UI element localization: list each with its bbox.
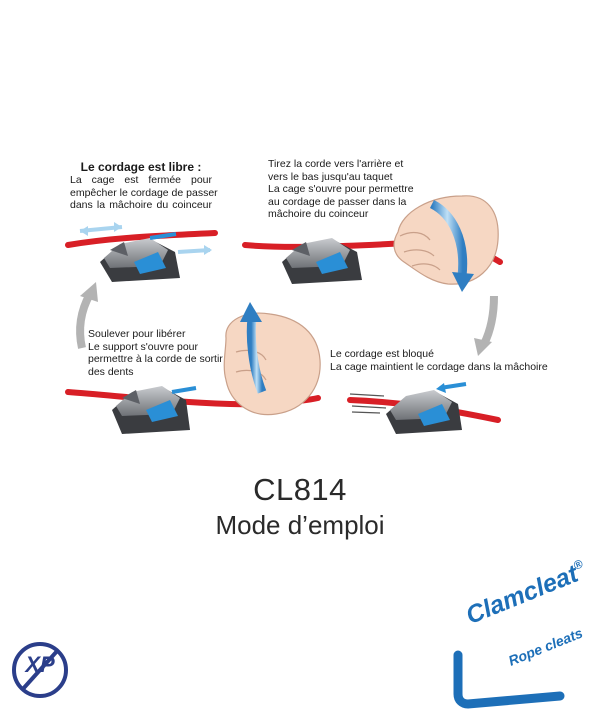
step1-heading: Le cordage est libre : bbox=[80, 160, 202, 174]
step2-line: Tirez la corde vers l'arrière et bbox=[268, 158, 404, 170]
motion-lines-icon bbox=[349, 393, 387, 414]
cleat-icon bbox=[386, 390, 462, 434]
step4-caption: Soulever pour libérer Le support s'ouvre… bbox=[88, 328, 223, 378]
push-arrow-icon bbox=[149, 232, 177, 240]
step2-line: vers le bas jusqu'au taquet bbox=[268, 170, 393, 183]
step3-illustration bbox=[347, 382, 501, 434]
cycle-arrow-right bbox=[474, 295, 498, 356]
product-subtitle: Mode d’emploi bbox=[215, 510, 385, 540]
cleat-icon bbox=[112, 386, 190, 434]
cleat-icon bbox=[282, 238, 362, 284]
step1-illustration bbox=[65, 222, 218, 282]
curved-arrow-icon bbox=[429, 199, 468, 277]
step4-illustration bbox=[65, 302, 321, 434]
step4-line: des dents bbox=[88, 365, 134, 378]
push-arrow-icon bbox=[171, 386, 197, 394]
product-model-title: CL814 bbox=[253, 472, 347, 507]
hand-icon bbox=[223, 312, 321, 416]
step3-line: Le cordage est bloqué bbox=[330, 348, 434, 360]
step2-line: La cage s'ouvre pour permettre bbox=[268, 183, 414, 195]
step1-line: dans la mâchoire du coinceur bbox=[70, 199, 212, 211]
step3-line: La cage maintient le cordage dans la mâc… bbox=[330, 360, 548, 373]
step2-caption: Tirez la corde vers l'arrière et vers le… bbox=[268, 158, 416, 221]
xp-badge-icon bbox=[12, 642, 68, 698]
cycle-arrow-left bbox=[76, 282, 98, 349]
step2-line: au cordage de passer dans la bbox=[268, 195, 407, 208]
step2-line: mâchoire du coinceur bbox=[268, 208, 369, 220]
step4-line: permettre à la corde de sortir bbox=[88, 353, 223, 365]
xp-badge-text: XP bbox=[25, 652, 55, 677]
step4-line: Le support s'ouvre pour bbox=[88, 340, 198, 353]
step4-line: Soulever pour libérer bbox=[88, 328, 186, 340]
clamcleat-logo-icon bbox=[453, 650, 565, 709]
step1-line: La cage est fermée pour bbox=[70, 174, 212, 186]
curved-arrow-icon bbox=[246, 317, 267, 394]
hand-icon bbox=[393, 195, 499, 285]
step1-line: empêcher le cordage de passer bbox=[70, 186, 218, 199]
step2-illustration bbox=[242, 195, 503, 292]
rope bbox=[65, 230, 218, 248]
cleat-icon bbox=[100, 238, 180, 282]
step1-caption: Le cordage est libre : La cage est fermé… bbox=[70, 160, 218, 212]
step3-caption: Le cordage est bloqué La cage maintient … bbox=[330, 348, 550, 373]
